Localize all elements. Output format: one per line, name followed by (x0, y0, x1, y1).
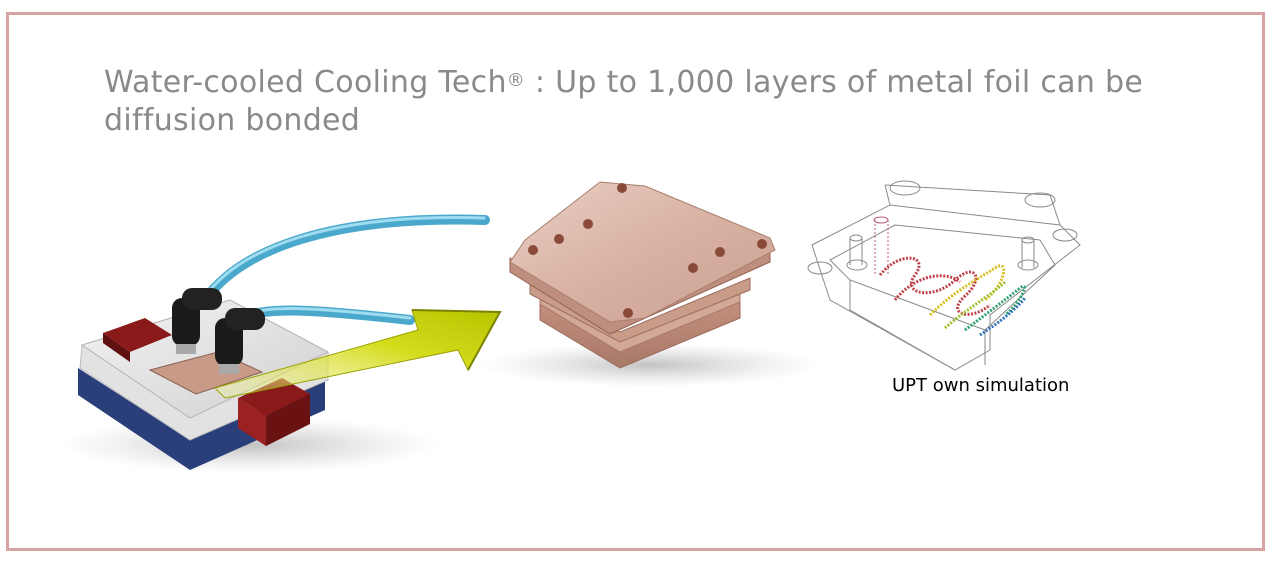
simulation-diagram-image (807, 180, 1081, 371)
title-text-part1: Water-cooled Cooling Tech (104, 65, 507, 100)
water-cooled-module-image (60, 214, 490, 473)
title-text-part2: : Up to 1,000 layers of metal foil can b… (104, 65, 1144, 138)
slide-title: Water-cooled Cooling Tech® : Up to 1,000… (104, 64, 1164, 140)
slide-frame (6, 12, 1265, 551)
registered-mark: ® (506, 70, 526, 91)
arrow-right-icon (214, 309, 502, 399)
simulation-caption: UPT own simulation (892, 375, 1070, 396)
copper-heatsink-image (480, 181, 820, 387)
